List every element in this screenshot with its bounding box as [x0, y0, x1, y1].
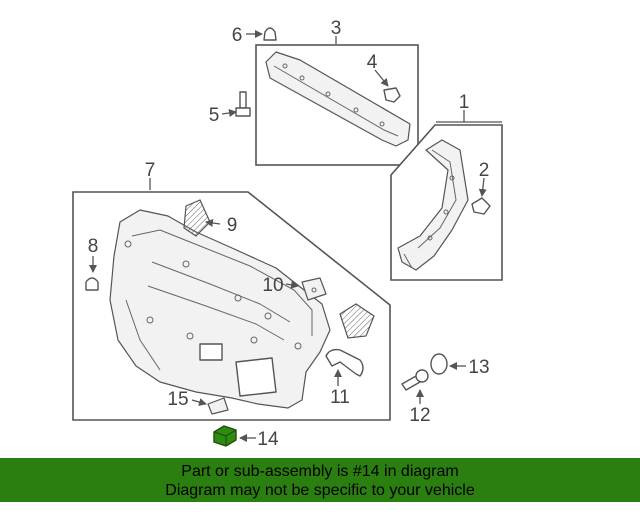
callout-14[interactable]: 14 — [257, 429, 279, 450]
banner-line-1: Part or sub-assembly is #14 in diagram — [181, 463, 459, 480]
callout-8[interactable]: 8 — [88, 236, 99, 257]
part-12-bolt — [401, 369, 429, 391]
part-2-clip — [471, 197, 491, 215]
part-4-clip — [383, 87, 401, 103]
part-7-panel — [72, 191, 391, 421]
callout-1[interactable]: 1 — [459, 92, 470, 113]
callout-13[interactable]: 13 — [468, 357, 489, 378]
part-6-nut — [263, 27, 277, 41]
part-info-banner: Part or sub-assembly is #14 in diagram D… — [0, 458, 640, 502]
callout-6[interactable]: 6 — [232, 25, 243, 46]
part-8-clip — [85, 277, 99, 291]
exploded-parts-diagram: 1 2 3 4 5 6 7 8 9 10 11 12 13 14 15 — [72, 18, 503, 450]
banner-line-2: Diagram may not be specific to your vehi… — [165, 482, 475, 499]
callout-12[interactable]: 12 — [409, 405, 430, 426]
part-3-panel — [255, 44, 419, 166]
callout-2[interactable]: 2 — [479, 160, 490, 181]
callout-10[interactable]: 10 — [262, 275, 283, 296]
callout-11[interactable]: 11 — [330, 387, 350, 408]
callout-7[interactable]: 7 — [145, 160, 156, 181]
part-5-screw — [235, 91, 251, 117]
part-11-handle — [325, 348, 364, 377]
part-10-bracket — [301, 277, 327, 301]
callout-leaders — [89, 30, 502, 442]
part-14-highlighted[interactable] — [213, 425, 237, 447]
callout-15[interactable]: 15 — [167, 389, 188, 410]
part-9-grille — [183, 199, 211, 237]
part-13-ring — [430, 353, 448, 375]
callout-4[interactable]: 4 — [367, 52, 378, 73]
grille-right — [339, 303, 375, 339]
callout-3[interactable]: 3 — [331, 18, 342, 39]
part-15-pad — [207, 397, 229, 415]
callout-9[interactable]: 9 — [227, 215, 238, 236]
part-1-panel — [390, 124, 503, 281]
callout-5[interactable]: 5 — [209, 105, 220, 126]
